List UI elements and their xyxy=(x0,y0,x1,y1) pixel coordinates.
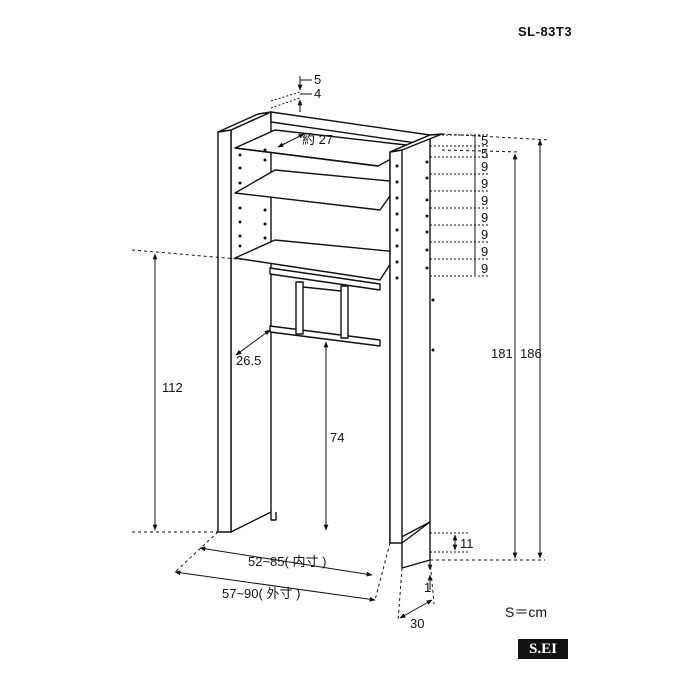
dim-height-181: 181 xyxy=(491,346,513,361)
dimension-lines xyxy=(131,76,551,623)
pitch-label: 9 xyxy=(481,227,488,242)
pitch-label: 9 xyxy=(481,193,488,208)
brand-logo: S.EI xyxy=(518,639,568,659)
right-side-panel-front xyxy=(389,149,403,544)
pitch-label: 9 xyxy=(481,176,488,191)
left-panel-front-edge xyxy=(217,129,232,533)
dim-inner-depth: 26.5 xyxy=(236,353,261,368)
pitch-label: 5 xyxy=(481,146,488,161)
dim-base-height: 11 xyxy=(460,536,474,551)
peg-holes xyxy=(238,148,435,352)
rack-drawing xyxy=(217,111,443,569)
dim-depth: 30 xyxy=(410,616,424,631)
dim-inner-width: 52~85( 内寸 ) xyxy=(248,554,326,569)
dim-top-small-2: 4 xyxy=(314,86,321,101)
frame-post-1 xyxy=(295,281,304,335)
dim-height-outer: 112 xyxy=(162,380,183,395)
pitch-label: 9 xyxy=(481,210,488,225)
dim-height-inner: 74 xyxy=(330,430,344,445)
pitch-labels: 5 5 9 9 9 9 9 9 9 xyxy=(481,133,488,276)
dim-top-small-1: 5 xyxy=(314,72,321,87)
dim-foot-gap: 1 xyxy=(424,580,431,595)
pitch-label: 9 xyxy=(481,261,488,276)
unit-note: S＝cm xyxy=(505,604,547,620)
pitch-label: 5 xyxy=(481,133,488,148)
dim-outer-width: 57~90( 外寸 ) xyxy=(222,586,300,601)
dim-shelf-depth: 約 27 xyxy=(302,132,333,147)
towel-bar-top xyxy=(269,267,381,291)
pitch-label: 9 xyxy=(481,244,488,259)
dim-height-186: 186 xyxy=(520,346,542,361)
frame-post-2 xyxy=(340,285,349,339)
towel-bar-bottom xyxy=(269,325,381,347)
pitch-label: 9 xyxy=(481,159,488,174)
model-number: SL-83T3 xyxy=(518,24,573,39)
